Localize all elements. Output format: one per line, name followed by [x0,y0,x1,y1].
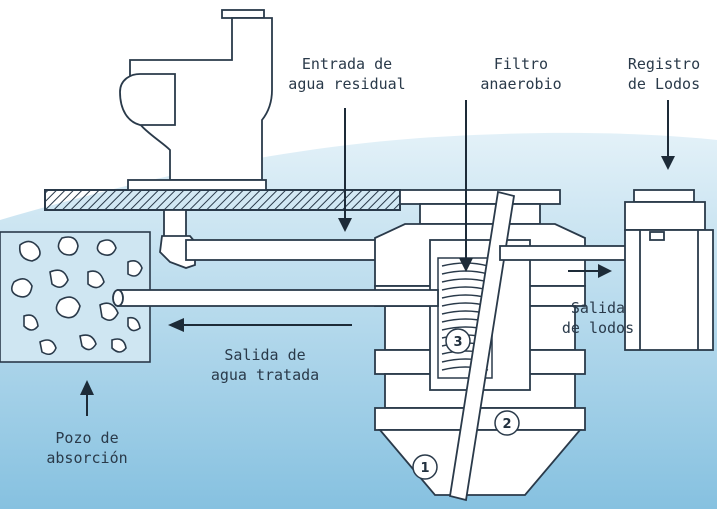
well-arrow [80,380,94,416]
treated-water-label-line1: Salida de [224,346,306,364]
registry-label: Registro de Lodos [614,54,714,94]
treated-water-label-line2: agua tratada [210,366,320,384]
filter-label-line1: Filtro [493,55,549,73]
registry-arrow [661,100,675,170]
sludge-out-label-line2: de lodos [561,319,635,337]
toilet [119,9,273,191]
filter-label-line2: anaerobio [480,75,562,93]
sludge-out-label-line1: Salida [570,299,626,317]
svg-text:2: 2 [502,417,511,432]
svg-text:3: 3 [453,335,462,350]
registry-label-line1: Registro [627,55,701,73]
inlet-label-line2: agua residual [288,75,406,93]
well-label-line1: Pozo de [55,429,119,447]
svg-text:1: 1 [420,461,429,476]
inlet-arrow [338,108,352,232]
inlet-label-line1: Entrada de [301,55,393,73]
floor-slab [44,189,401,211]
well-label-line2: absorción [46,449,128,467]
sludge-pipe [448,190,516,502]
marker-1: 1 [412,454,438,480]
well-label: Pozo de absorción [32,428,142,468]
marker-2: 2 [494,410,520,436]
filter-label: Filtro anaerobio [466,54,576,94]
sludge-out-arrow [568,264,612,278]
treated-water-label: Salida de agua tratada [195,345,335,385]
treated-water-pipe [112,289,439,307]
marker-3: 3 [445,328,471,354]
filter-arrow [459,100,473,272]
treated-water-arrow [168,318,352,332]
registry-label-line2: de Lodos [627,75,701,93]
sludge-registry [624,189,714,351]
inlet-label: Entrada de agua residual [282,54,412,94]
sludge-out-label: Salida de lodos [548,298,648,338]
inlet-pipe [159,209,383,269]
